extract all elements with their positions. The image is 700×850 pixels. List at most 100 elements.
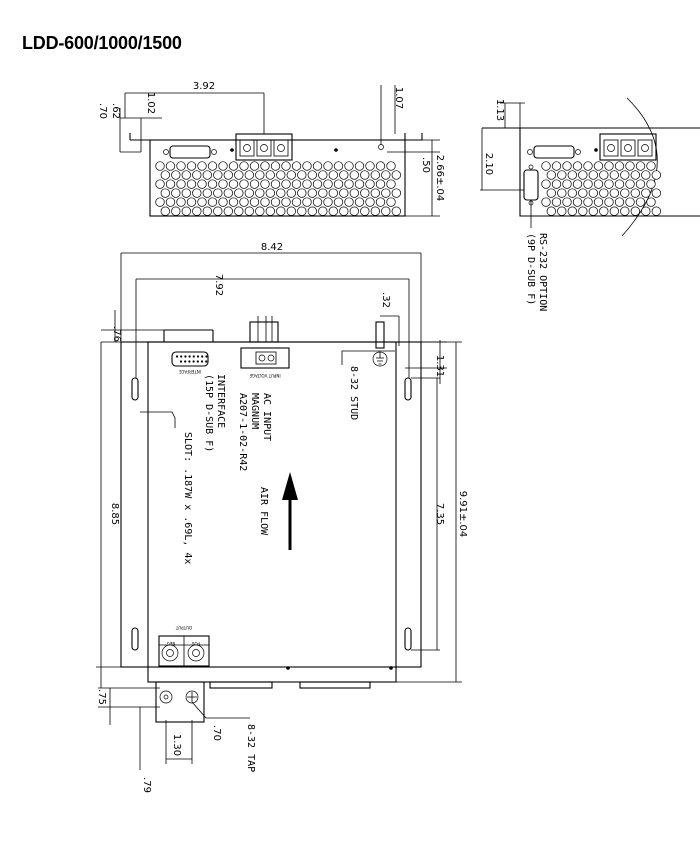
vent-hole: [646, 161, 656, 171]
vent-hole: [588, 206, 598, 216]
stud-note: 8-32 STUD: [348, 366, 359, 420]
vent-hole: [370, 188, 380, 198]
vent-hole: [171, 188, 181, 198]
dim-0-75: .75: [96, 689, 107, 705]
vent-hole: [181, 170, 191, 180]
dim-0-62: .62: [110, 103, 121, 119]
vent-hole: [609, 206, 619, 216]
vent-hole: [625, 161, 635, 171]
vent-hole: [318, 206, 328, 216]
vent-hole: [260, 179, 270, 189]
vent-hole: [360, 188, 370, 198]
vent-hole: [339, 206, 349, 216]
vent-hole: [239, 197, 249, 207]
vent-hole: [567, 170, 577, 180]
chassis-foot-right: [299, 681, 371, 689]
interface-connector-pins: [175, 355, 208, 363]
vent-hole: [551, 161, 562, 171]
vent-hole: [562, 179, 572, 189]
vent-hole: [625, 179, 635, 189]
vent-hole: [333, 197, 344, 207]
vent-hole: [213, 170, 223, 180]
vent-hole: [223, 206, 233, 216]
vent-hole: [546, 170, 556, 180]
vent-hole: [218, 179, 228, 189]
ac-input-note-line1: AC INPUT: [261, 393, 272, 441]
vent-hole: [614, 179, 625, 189]
vent-hole: [249, 161, 260, 171]
vent-hole: [155, 197, 165, 207]
dim-7-92: 7.92: [213, 274, 224, 296]
vent-hole: [260, 197, 270, 207]
vent-hole: [349, 188, 359, 198]
vent-hole: [614, 197, 625, 207]
vent-hole: [599, 188, 609, 198]
vent-hole: [344, 161, 354, 171]
vent-hole: [354, 197, 365, 207]
vent-hole: [620, 188, 630, 198]
vent-hole: [620, 170, 630, 180]
vent-hole: [630, 188, 640, 198]
vent-hole: [333, 161, 344, 171]
vent-hole: [228, 161, 239, 171]
vent-hole: [599, 170, 609, 180]
rs232-detail-terminal-block: [599, 133, 657, 161]
vent-hole: [641, 206, 651, 216]
vent-hole: [186, 161, 197, 171]
vent-hole: [312, 197, 323, 207]
rs232-detail-vent-holes: [541, 161, 661, 216]
vent-hole: [354, 161, 365, 171]
vent-hole: [651, 170, 661, 180]
vent-hole: [291, 197, 302, 207]
vent-hole: [370, 170, 380, 180]
vent-hole: [599, 206, 609, 216]
vent-hole: [386, 197, 396, 207]
vent-hole: [349, 206, 359, 216]
ac-input-terminal: [240, 347, 290, 369]
vent-hole: [323, 197, 333, 207]
vent-hole: [646, 179, 656, 189]
rs232-detail-view: 1.13 2.10 RS-232 OPTION (9P D-SUB F): [480, 97, 700, 311]
airflow-label: AIR FLOW: [258, 487, 269, 536]
vent-hole: [312, 179, 323, 189]
vent-hole: [192, 170, 202, 180]
connector-pin: [175, 355, 179, 358]
vent-hole: [286, 188, 296, 198]
vent-hole: [276, 170, 286, 180]
vent-hole: [572, 179, 583, 189]
vent-hole: [302, 197, 312, 207]
connector-pin: [179, 360, 183, 363]
rs232-detail-chassis: [482, 127, 700, 217]
vent-hole: [391, 170, 401, 180]
vent-hole: [604, 179, 614, 189]
interface-connector: [171, 351, 209, 367]
vent-hole: [160, 206, 170, 216]
connector-pin: [192, 360, 195, 363]
vent-hole: [375, 161, 386, 171]
vent-hole: [318, 170, 328, 180]
vent-hole: [155, 161, 165, 171]
vent-hole: [286, 170, 296, 180]
vent-hole: [192, 188, 202, 198]
mounting-flange: [120, 341, 422, 668]
vent-hole: [207, 161, 218, 171]
dim-2-10: 2.10: [483, 153, 494, 175]
dim-8-85: 8.85: [109, 503, 120, 525]
vent-hole: [255, 206, 265, 216]
vent-hole: [249, 179, 260, 189]
vent-hole: [541, 179, 551, 189]
vent-hole: [291, 161, 302, 171]
vent-hole: [202, 188, 212, 198]
vent-hole: [255, 188, 265, 198]
vent-hole: [641, 170, 651, 180]
vent-hole: [207, 179, 218, 189]
vent-hole: [557, 170, 567, 180]
dim-8-42: 8.42: [261, 242, 283, 253]
vent-hole: [562, 161, 572, 171]
slot-note: SLOT: .187W x .69L, 4x: [182, 432, 193, 564]
output-silkscreen-label: OUTPUT: [175, 625, 192, 630]
dim-1-31: 1.31: [434, 355, 445, 377]
vent-hole: [239, 179, 249, 189]
vent-hole: [307, 206, 317, 216]
vent-hole: [567, 188, 577, 198]
